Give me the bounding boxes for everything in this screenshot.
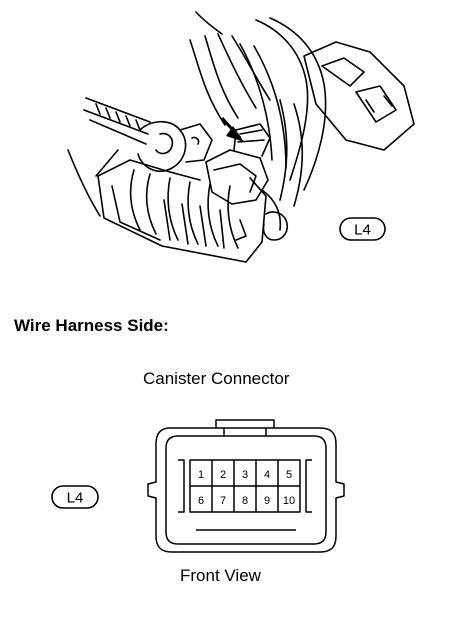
section-heading: Wire Harness Side: xyxy=(14,316,169,335)
arrow-icon xyxy=(220,116,244,142)
view-caption: Front View xyxy=(180,566,261,585)
connector-title: Canister Connector xyxy=(143,369,290,388)
